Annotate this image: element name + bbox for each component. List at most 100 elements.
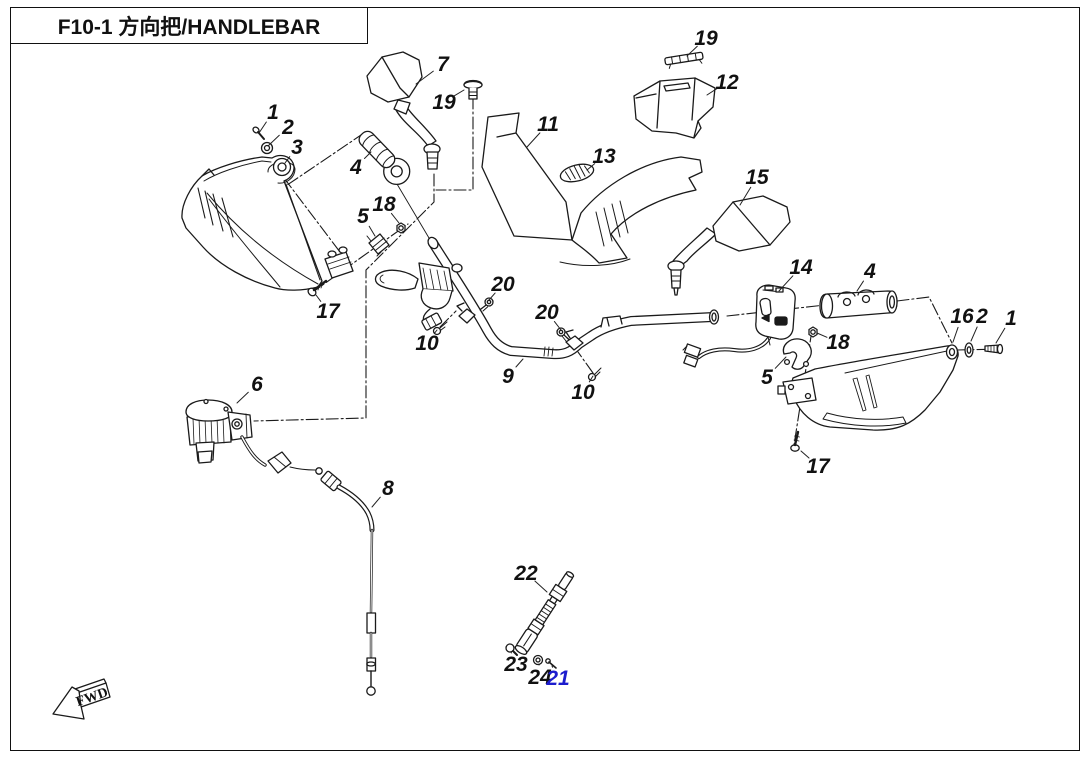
callout-leader-10: [433, 329, 438, 334]
callout-leader-9: [515, 358, 524, 368]
emblem-plate: [559, 163, 595, 183]
callout-6: 6: [251, 373, 263, 396]
callout-leader-16: [952, 326, 959, 343]
callout-leader-7: [415, 70, 434, 85]
callout-leader-18: [816, 332, 828, 338]
nut-18-right: [808, 326, 818, 338]
callout-20: 20: [534, 301, 559, 324]
callout-8: 8: [382, 477, 394, 500]
callout-14: 14: [789, 256, 813, 279]
callout-leader-3: [284, 156, 291, 164]
callout-4: 4: [863, 260, 876, 283]
throttle-cable: [240, 435, 377, 696]
callout-23: 23: [503, 653, 528, 676]
callout-leader-13: [586, 163, 596, 171]
fwd-marker: FWD: [52, 678, 111, 720]
callout-10: 10: [415, 332, 439, 355]
switch-wiring: [682, 336, 771, 368]
callout-leader-12: [706, 88, 718, 96]
callout-leader-2: [970, 326, 978, 342]
callout-22: 22: [513, 562, 538, 585]
right-mirror: [667, 195, 791, 296]
callout-2: 2: [281, 116, 294, 139]
callout-leader-5: [774, 356, 787, 369]
callout-leader-4: [856, 280, 864, 292]
callout-leader-19: [686, 45, 698, 57]
callout-11: 11: [537, 113, 559, 136]
callout-leader-11: [526, 132, 541, 148]
brake-unit: [185, 398, 253, 464]
retaining-clip: [664, 51, 704, 69]
callout-2: 2: [975, 305, 988, 328]
handlebar: [427, 236, 720, 360]
callout-18: 18: [826, 331, 850, 354]
callout-1: 1: [267, 101, 279, 124]
handguard-bracket-right: [777, 377, 817, 405]
page-title: F10-1 方向把/HANDLEBAR: [57, 15, 321, 39]
callout-7: 7: [437, 53, 450, 76]
callout-20: 20: [490, 273, 515, 296]
callout-leader-21: [551, 665, 554, 668]
callout-leader-20: [553, 320, 562, 331]
title-box: F10-1 方向把/HANDLEBAR: [10, 7, 368, 44]
right-switch-housing: [755, 284, 796, 346]
callout-17: 17: [316, 300, 341, 323]
callout-9: 9: [502, 365, 514, 388]
callout-leader-15: [739, 186, 752, 206]
bolt-20-right: [556, 327, 570, 342]
right-grip: [819, 289, 898, 319]
callout-4: 4: [349, 156, 362, 179]
left-grip: [358, 130, 411, 186]
callout-leader-1: [258, 121, 267, 134]
callout-leader-18: [390, 212, 400, 224]
bolt-17-right: [790, 430, 800, 452]
callout-17: 17: [806, 455, 831, 478]
callout-leader-20: [488, 292, 496, 301]
washer-2-left: [260, 141, 274, 155]
callout-leader-22: [534, 580, 548, 593]
callout-16: 16: [950, 305, 974, 328]
left-mirror: [366, 51, 441, 170]
callout-leader-17: [800, 450, 810, 459]
callout-leader-2: [267, 134, 280, 147]
push-rivet: [463, 79, 483, 100]
callout-leader-8: [371, 496, 381, 508]
handlebar-cover-front: [481, 112, 703, 267]
callout-leader-4: [363, 151, 372, 160]
callout-3: 3: [291, 136, 303, 159]
drawing-frame: [10, 7, 1080, 751]
callout-leader-19: [453, 89, 465, 97]
callout-13: 13: [592, 145, 616, 168]
left-bar-clamp: [366, 233, 390, 257]
nut-18-left: [396, 222, 406, 234]
callout-19: 19: [432, 91, 456, 114]
cable-guide-left: [456, 302, 476, 324]
callout-10: 10: [571, 381, 595, 404]
ball-end-23: [505, 643, 518, 656]
callout-15: 15: [745, 166, 769, 189]
callout-18: 18: [372, 193, 396, 216]
callout-5: 5: [357, 205, 369, 228]
callout-leader-5: [368, 225, 376, 237]
callout-leader-6: [236, 391, 249, 404]
screw-1-right: [984, 343, 1004, 355]
bolt-17-left: [307, 279, 328, 297]
handlebar-cover-rear: [633, 77, 716, 139]
washer-24: [532, 654, 544, 666]
cable-guide-right: [565, 329, 584, 351]
left-brake-lever-assembly: [374, 262, 463, 331]
left-clamp-block: [324, 246, 354, 279]
callout-24: 24: [527, 666, 552, 689]
pin-21: [545, 658, 557, 669]
callout-12: 12: [715, 71, 739, 94]
callout-5: 5: [761, 366, 773, 389]
callout-leader-1: [995, 327, 1006, 344]
wire-guide: [600, 315, 623, 328]
callout-1: 1: [1005, 307, 1017, 330]
cable-adjuster: [514, 571, 575, 655]
right-bar-clamp: [782, 338, 812, 370]
callout-19: 19: [694, 27, 718, 50]
callout-21[interactable]: 21: [545, 667, 569, 690]
